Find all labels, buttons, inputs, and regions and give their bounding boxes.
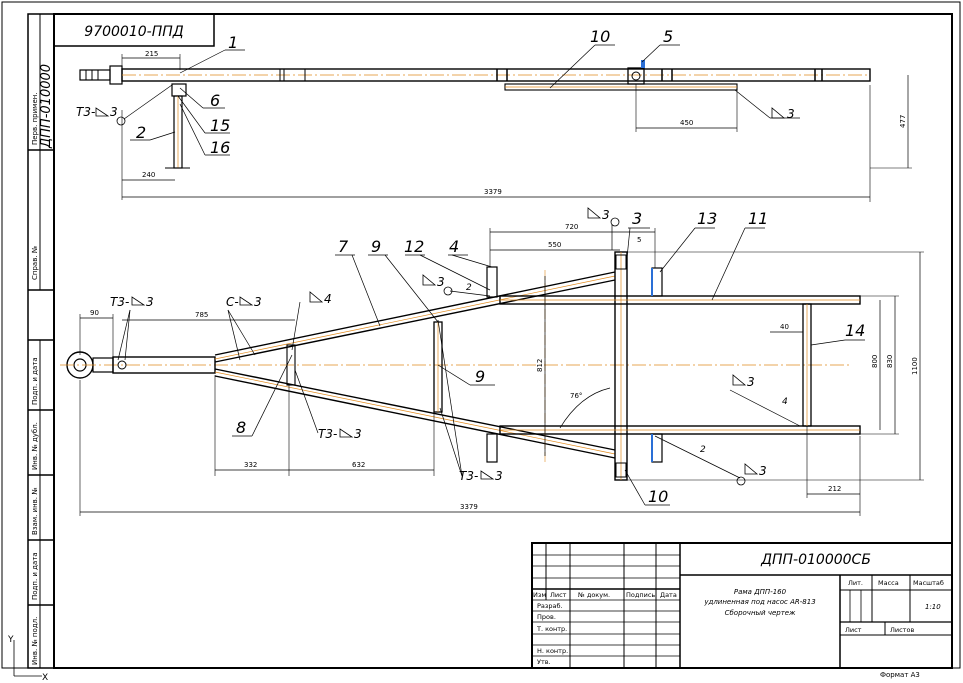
plan-view: 90 785 332 632 3379 720 550 5 40 800 830… <box>60 207 924 516</box>
dim-800: 800 <box>871 355 879 368</box>
callout-10-plan: 10 <box>648 487 668 506</box>
tb-designation: ДПП-010000СБ <box>760 552 871 568</box>
callout-3: 3 <box>632 209 642 228</box>
callout-2: 2 <box>136 123 146 142</box>
axis-x-label: X <box>42 673 48 683</box>
callout-10-top: 10 <box>590 27 610 46</box>
weld-t3-side-n: 3 <box>110 105 118 119</box>
weld-t3-side: Т3- <box>76 105 95 119</box>
weld-plan-4: 4 <box>324 292 332 306</box>
tb-col-podp: Подпись <box>626 591 655 599</box>
callout-16: 16 <box>210 138 230 157</box>
weld-plan-4b: 4 <box>782 397 788 407</box>
dim-3379-plan: 3379 <box>460 503 478 511</box>
tb-massa: Масса <box>878 579 899 587</box>
tb-scale: 1:10 <box>925 603 941 611</box>
callout-9-mid: 9 <box>475 367 485 386</box>
tb-row-tkontr: Т. контр. <box>536 625 567 633</box>
callout-9-top: 9 <box>371 237 381 256</box>
tb-listov: Листов <box>890 626 914 634</box>
callout-13: 13 <box>697 209 717 228</box>
tb-lit: Лит. <box>848 579 863 587</box>
tb-list: Лист <box>845 626 862 634</box>
dim-785: 785 <box>195 311 208 319</box>
weld-plan-3c: 3 <box>747 375 755 389</box>
tb-col-list: Лист <box>550 591 567 599</box>
weld-plan-3a: 3 <box>437 275 445 289</box>
dim-477: 477 <box>899 115 907 128</box>
weld-t3-plan-2-n: 3 <box>354 427 362 441</box>
weld-plan-2b: 2 <box>700 445 706 455</box>
strip-sprav: Справ. № <box>31 246 39 280</box>
weld-t3-plan-2: Т3- <box>318 427 337 441</box>
tb-name-1: Рама ДПП-160 <box>734 588 787 596</box>
tb-col-izm: Изм <box>533 591 546 599</box>
weld-plan-3d: 3 <box>759 464 767 478</box>
strip-vzam-inv: Взам. инв. № <box>31 487 39 535</box>
tb-row-razrab: Разраб. <box>537 602 563 610</box>
tb-row-utv: Утв. <box>537 658 551 666</box>
callout-4: 4 <box>449 237 459 256</box>
side-view: 215 240 3379 450 477 1 10 5 <box>76 27 912 202</box>
tb-col-doc: № докум. <box>577 591 610 599</box>
weld-plan-3b: 3 <box>602 208 610 222</box>
weld-side-right-n: 3 <box>787 107 795 121</box>
tb-name-2: удлиненная под насос AR-813 <box>703 598 815 606</box>
strip-podp-data-2: Подп. и дата <box>31 552 39 600</box>
dim-332: 332 <box>244 461 257 469</box>
callout-12: 12 <box>404 237 424 256</box>
weld-c-plan: С- <box>226 295 239 309</box>
dim-40: 40 <box>780 323 789 331</box>
top-stamp: 9700010-ППД <box>53 13 215 47</box>
weld-t3-plan-1: Т3- <box>110 295 129 309</box>
dim-632: 632 <box>352 461 365 469</box>
dim-212: 212 <box>828 485 841 493</box>
weld-plan-2a: 2 <box>466 283 472 293</box>
callout-8: 8 <box>236 418 246 437</box>
frame-border <box>53 13 953 669</box>
format-label: Формат А3 <box>880 671 920 679</box>
dim-830: 830 <box>886 355 894 368</box>
weld-t3-plan-3-n: 3 <box>495 469 503 483</box>
title-block: Изм Лист № докум. Подпись Дата Разраб. П… <box>531 542 953 669</box>
dim-812: 812 <box>536 359 544 372</box>
tb-row-prov: Пров. <box>537 613 556 621</box>
dim-450: 450 <box>680 119 693 127</box>
dim-3379-top: 3379 <box>484 188 502 196</box>
dim-240: 240 <box>142 171 155 179</box>
tb-row-nkontr: Н. контр. <box>537 647 568 655</box>
sheet-edge <box>1 1 961 669</box>
strip-inv-dubl: Инв. № дубл. <box>31 422 39 470</box>
dim-550: 550 <box>548 241 561 249</box>
dim-90: 90 <box>90 309 99 317</box>
strip-inv-podl: Инв. № подл. <box>31 617 39 665</box>
dim-76: 76° <box>570 392 582 400</box>
weld-t3-plan-1-n: 3 <box>146 295 154 309</box>
dim-1100: 1100 <box>911 357 919 375</box>
side-strip: Перв. примен. ДПП-010000 Справ. № Подп. … <box>27 13 55 669</box>
dim-720: 720 <box>565 223 578 231</box>
strip-designation: ДПП-010000 <box>39 64 54 149</box>
tb-col-data: Дата <box>660 591 677 599</box>
callout-6: 6 <box>210 91 220 110</box>
callout-5: 5 <box>663 27 673 46</box>
axis-indicator: Y X <box>7 635 48 683</box>
strip-podp-data-1: Подп. и дата <box>31 357 39 405</box>
top-stamp-text: 9700010-ППД <box>84 24 183 40</box>
dim-5: 5 <box>637 236 641 244</box>
callout-14: 14 <box>845 321 865 340</box>
weld-t3-plan-3: Т3- <box>459 469 478 483</box>
callout-11: 11 <box>748 209 768 228</box>
dim-215: 215 <box>145 50 158 58</box>
axis-y-label: Y <box>7 635 14 645</box>
strip-perv-primen: Перв. примен. <box>31 92 39 145</box>
tb-masshtab: Масштаб <box>913 579 944 587</box>
callout-7: 7 <box>338 237 349 256</box>
tb-name-3: Сборочный чертеж <box>725 609 796 617</box>
weld-c-plan-n: 3 <box>254 295 262 309</box>
callout-15: 15 <box>210 116 230 135</box>
callout-1: 1 <box>228 33 238 52</box>
